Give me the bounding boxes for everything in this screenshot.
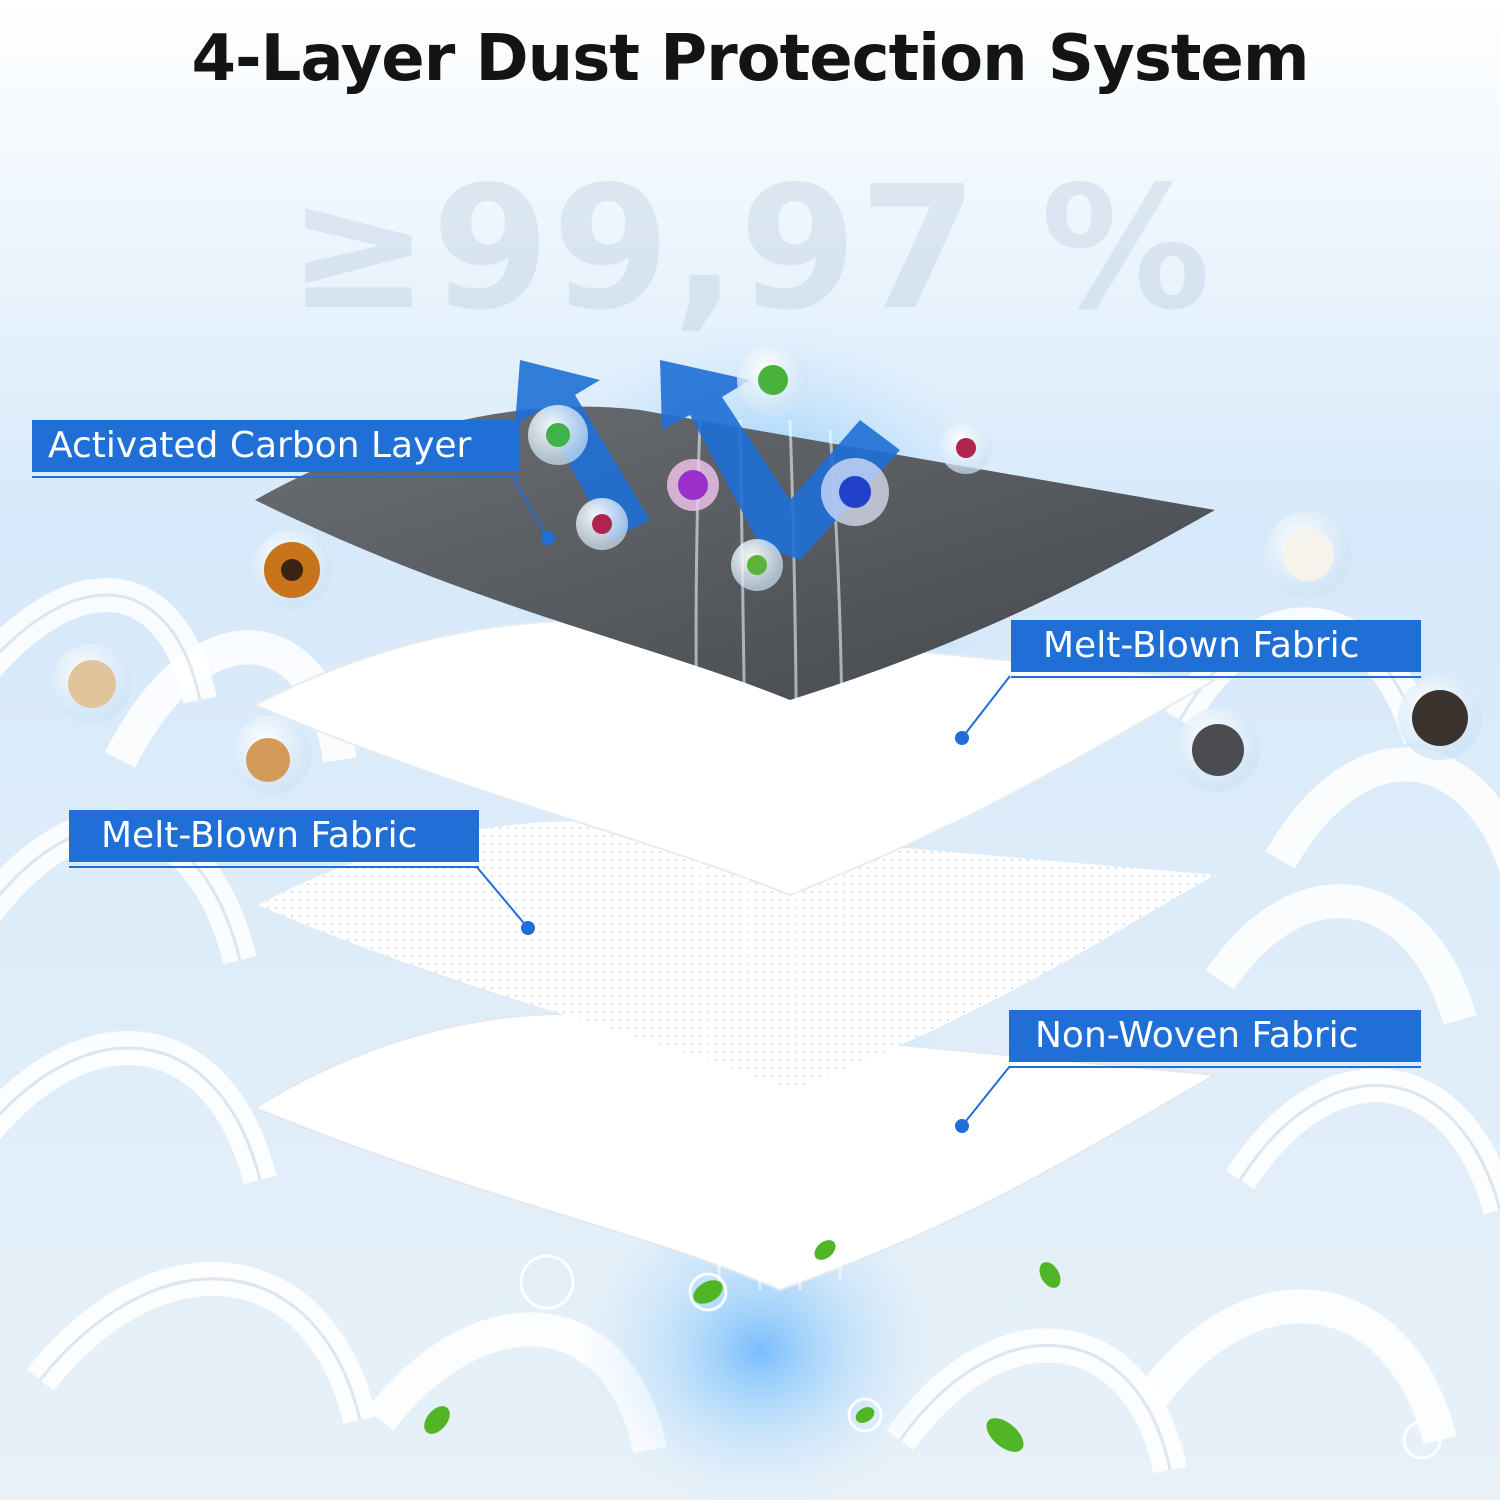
label-melt-blown-fabric-upper: Melt-Blown Fabric — [1011, 620, 1421, 678]
label-non-woven-fabric: Non-Woven Fabric — [1009, 1010, 1421, 1068]
label-melt-blown-fabric-lower: Melt-Blown Fabric — [69, 810, 479, 868]
efficiency-watermark: ≥99,97 % — [287, 150, 1213, 348]
page-title: 4-Layer Dust Protection System — [191, 22, 1309, 96]
label-activated-carbon-layer: Activated Carbon Layer — [32, 420, 520, 478]
